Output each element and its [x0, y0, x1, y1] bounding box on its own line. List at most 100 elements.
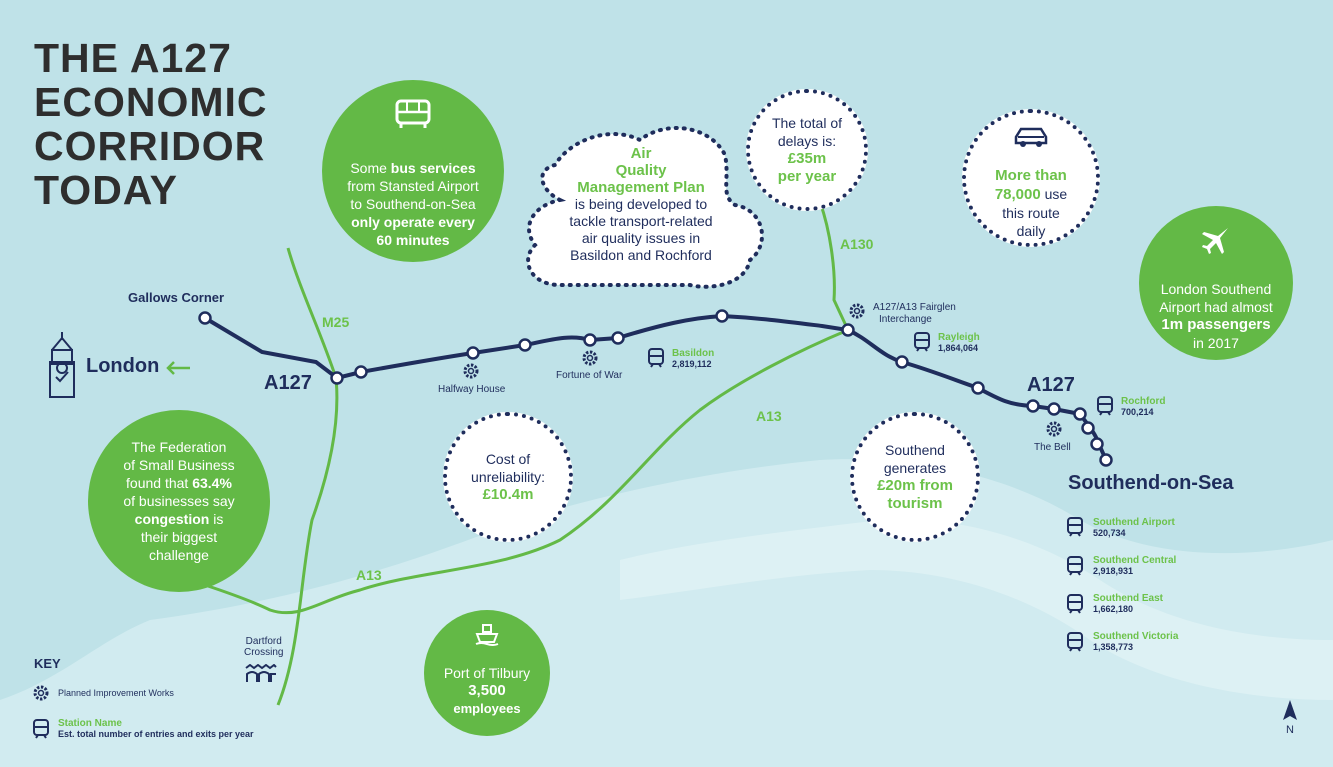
junction-node: [466, 346, 480, 360]
big-ben-icon: [49, 332, 75, 398]
air-quality-text: Air Quality Management Plan is being dev…: [556, 145, 726, 264]
north-label: N: [1286, 724, 1294, 736]
bus-text-bold: only operate every: [351, 214, 475, 230]
tilbury-bold: 3,500: [468, 682, 506, 699]
fsb-line: found that: [126, 475, 193, 491]
a130-label: A130: [840, 236, 874, 252]
station-name: Southend Central: [1093, 555, 1177, 566]
station-southend-east: Southend East 1,662,180: [1093, 593, 1163, 614]
station-rochford: Rochford 700,214: [1121, 396, 1165, 417]
a127-west-label: A127: [264, 372, 312, 394]
key-station: Station Name Est. total number of entrie…: [58, 718, 254, 739]
a127-junctions: [198, 309, 1113, 467]
a127-east-label: A127: [1027, 374, 1075, 396]
station-name: Basildon: [672, 348, 715, 359]
train-icon: [1097, 396, 1113, 416]
cars-bubble: More than 78,000 use this route daily: [962, 109, 1100, 247]
fsb-line: their biggest: [140, 529, 218, 545]
cars-value: 78,000: [994, 185, 1041, 203]
junction-node: [715, 309, 729, 323]
station-count: 1,358,773: [1093, 642, 1134, 652]
gallows-corner-label: Gallows Corner: [128, 290, 225, 305]
tourism-value: £20m from: [877, 477, 953, 494]
gear-icon: [33, 685, 49, 701]
plane-icon: [1202, 228, 1228, 254]
fsb-bubble: The Federation of Small Business found t…: [88, 410, 270, 592]
cars-value: More than: [995, 166, 1067, 184]
station-rayleigh: Rayleigh 1,864,064: [938, 332, 980, 353]
junction-node: [1081, 421, 1095, 435]
a130-road: [818, 201, 850, 331]
unreliability-line: unreliability:: [471, 469, 545, 485]
label-line: Crossing: [244, 647, 284, 658]
label-line: A127/A13 Fairglen: [873, 302, 956, 313]
junction-node: [895, 355, 909, 369]
title-line: THE A127: [34, 35, 232, 81]
station-southend-central: Southend Central 2,918,931: [1093, 555, 1176, 576]
gear-icon: [849, 303, 865, 319]
bus-text-bold: 60 minutes: [376, 232, 450, 248]
page-title: THE A127 ECONOMIC CORRIDOR TODAY: [34, 36, 294, 212]
junction-node: [611, 331, 625, 345]
station-name: Southend Airport: [1093, 517, 1175, 528]
bus-text: from Stansted Airport: [347, 178, 479, 194]
cars-line: this route: [1002, 204, 1060, 221]
air-quality-cloud: [526, 126, 764, 289]
key-station-desc: Est. total number of entries and exits p…: [58, 729, 254, 739]
junction-node: [1026, 399, 1040, 413]
a13-south-label: A13: [356, 567, 382, 583]
train-icon: [1067, 594, 1083, 614]
bus-services-bubble: Some bus services from Stansted Airport …: [322, 80, 504, 262]
station-name: Rochford: [1121, 396, 1166, 407]
bus-text-bold: bus services: [390, 160, 476, 176]
fsb-line: of businesses say: [123, 493, 235, 509]
fsb-line: The Federation: [131, 439, 227, 455]
tourism-bubble: Southend generates £20m from tourism: [850, 412, 980, 542]
ship-icon: [475, 624, 499, 646]
gear-icon: [463, 363, 479, 379]
station-count: 1,864,064: [938, 343, 979, 353]
tourism-line: Southend: [885, 442, 945, 458]
car-icon: [1014, 127, 1048, 147]
junction-node: [583, 333, 597, 347]
air-quality-heading: Management Plan: [577, 179, 705, 196]
air-quality-line: tackle transport-related: [569, 213, 713, 229]
gear-icon: [1046, 421, 1062, 437]
junction-node: [354, 365, 368, 379]
airport-line: in 2017: [1193, 335, 1239, 351]
train-icon: [1067, 517, 1083, 537]
fsb-line: of Small Business: [123, 457, 235, 473]
air-quality-heading: Air: [630, 145, 652, 162]
airport-line: Airport had almost: [1159, 299, 1273, 315]
station-name: Rayleigh: [938, 332, 980, 343]
station-basildon: Basildon 2,819,112: [672, 348, 714, 369]
key-station-name: Station Name: [58, 718, 122, 729]
cars-line: use: [1040, 185, 1068, 202]
label-line: Dartford: [245, 636, 282, 647]
delays-line: The total of: [771, 115, 843, 131]
delays-value: per year: [777, 168, 837, 185]
title-line: TODAY: [34, 167, 178, 213]
title-line: ECONOMIC: [34, 79, 268, 125]
fairglen-interchange-label: A127/A13 Fairglen Interchange: [873, 302, 956, 326]
unreliability-value: £10.4m: [482, 486, 534, 503]
southend-on-sea-label: Southend-on-Sea: [1068, 472, 1234, 494]
tilbury-line: Port of Tilbury: [443, 665, 531, 681]
unreliability-bubble: Cost of unreliability: £10.4m: [443, 412, 573, 542]
key-works-label: Planned Improvement Works: [58, 688, 174, 698]
fsb-bold: congestion: [134, 511, 210, 527]
halfway-house-label: Halfway House: [438, 384, 506, 395]
bus-text: to Southend-on-Sea: [350, 196, 476, 212]
air-quality-line: is being developed to: [574, 196, 708, 212]
delays-bubble: The total of delays is: £35m per year: [746, 89, 868, 211]
station-name: Southend Victoria: [1093, 631, 1179, 642]
station-name: Southend East: [1093, 593, 1164, 604]
dartford-crossing-label: Dartford Crossing: [244, 636, 283, 658]
junction-node: [1047, 402, 1061, 416]
fsb-bold: 63.4%: [192, 475, 232, 491]
station-southend-victoria: Southend Victoria 1,358,773: [1093, 631, 1178, 652]
airport-line: London Southend: [1160, 281, 1272, 297]
fsb-line: challenge: [149, 547, 209, 563]
station-count: 700,214: [1121, 407, 1154, 417]
